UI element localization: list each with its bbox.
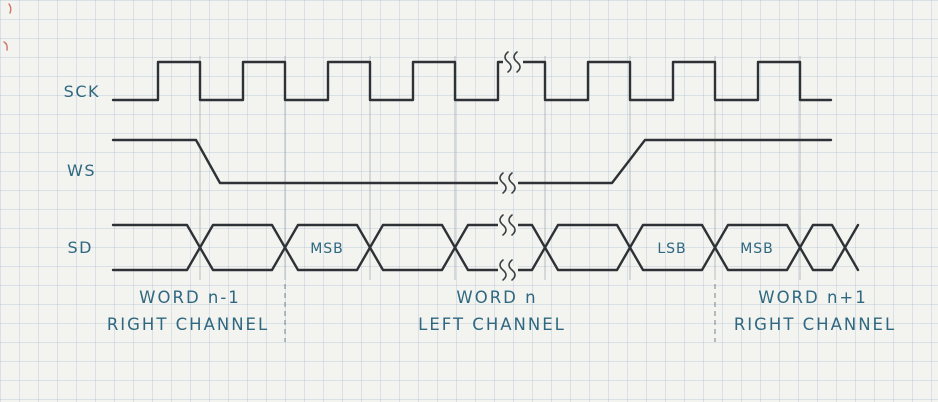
break-squiggle — [499, 259, 507, 281]
word-boundaries — [284, 284, 716, 342]
break-squiggle — [499, 214, 507, 236]
sd-bit-label-lsb-word-n: LSB — [657, 241, 686, 257]
break-mark-sck — [503, 51, 523, 73]
word-region-captions: WORD n-1 RIGHT CHANNEL WORD n LEFT CHANN… — [107, 288, 896, 334]
break-squiggle — [508, 259, 516, 281]
break-gap — [498, 221, 518, 229]
word-caption-right: WORD n+1 — [758, 288, 868, 307]
break-gap — [503, 58, 523, 66]
break-squiggle — [508, 172, 516, 194]
sd-waveform-line-b — [111, 223, 860, 272]
clock-edge-guides — [199, 56, 801, 280]
word-caption-middle: WORD n — [456, 288, 537, 307]
break-squiggle — [499, 172, 507, 194]
break-gap — [498, 266, 518, 274]
ws-waveform — [111, 138, 833, 185]
sd-bit-label-msb-word-n1: MSB — [740, 241, 774, 257]
pen-marks — [3, 3, 12, 51]
sck-waveform — [111, 60, 833, 102]
break-squiggle — [504, 51, 512, 73]
channel-caption-left: RIGHT CHANNEL — [107, 315, 269, 334]
break-mark-ws — [498, 172, 518, 194]
pen-mark-top — [8, 3, 12, 14]
channel-caption-right: RIGHT CHANNEL — [734, 315, 896, 334]
break-squiggle — [508, 214, 516, 236]
break-mark-sd-bottom — [498, 259, 518, 281]
word-caption-left: WORD n-1 — [139, 288, 241, 307]
channel-caption-middle: LEFT CHANNEL — [418, 315, 566, 334]
break-gap — [498, 179, 518, 187]
pen-mark-left — [3, 41, 8, 51]
break-squiggle — [513, 51, 521, 73]
signal-label-ws: WS — [67, 161, 96, 180]
signal-label-sck: SCK — [64, 82, 100, 101]
sd-waveform-line-a — [111, 223, 860, 272]
break-mark-sd-top — [498, 214, 518, 236]
sd-bit-label-msb-word-n: MSB — [310, 241, 344, 257]
signal-label-sd: SD — [68, 238, 93, 257]
